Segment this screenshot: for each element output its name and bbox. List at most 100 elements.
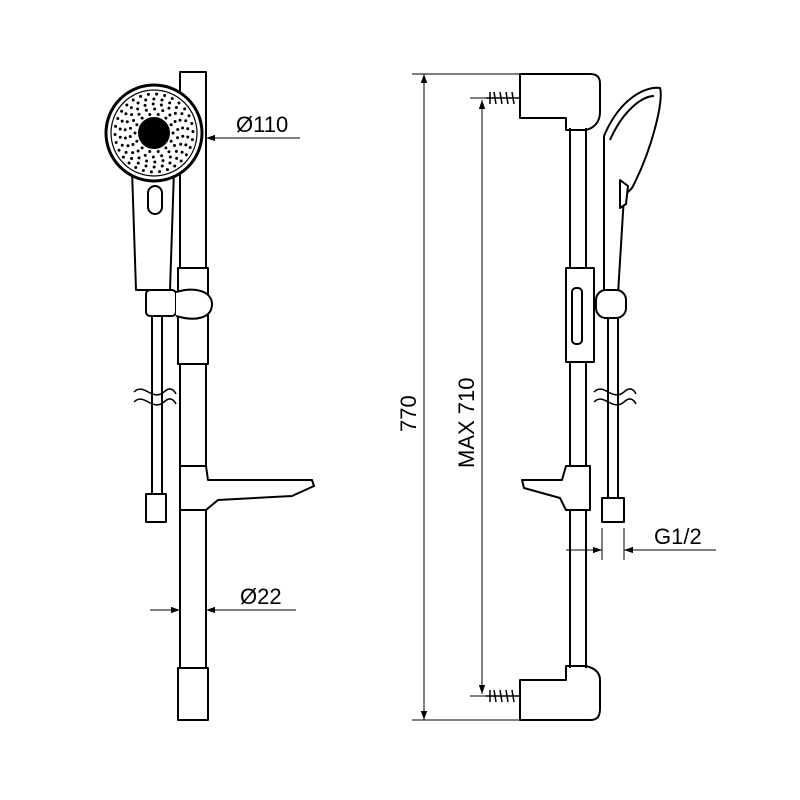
nozzle xyxy=(181,126,185,130)
dim-max-height xyxy=(470,97,486,697)
nozzle xyxy=(175,156,179,160)
nozzle xyxy=(131,98,135,102)
nozzle xyxy=(120,143,124,147)
handshower-side xyxy=(603,86,662,295)
nozzle xyxy=(135,123,139,127)
nozzle xyxy=(173,164,177,168)
nozzle xyxy=(141,169,145,173)
nozzle xyxy=(165,168,169,172)
nozzle xyxy=(184,143,188,147)
nozzle xyxy=(144,108,148,112)
nozzle xyxy=(190,138,194,142)
nozzle xyxy=(137,156,141,160)
label-rail-diameter: Ø22 xyxy=(240,584,282,609)
nozzle xyxy=(176,127,180,131)
nozzle xyxy=(186,127,190,131)
nozzle xyxy=(164,116,168,120)
nozzle xyxy=(171,131,175,135)
soap-dish-front xyxy=(179,465,315,511)
dimensions xyxy=(150,73,716,721)
nozzle xyxy=(191,130,195,134)
nozzle xyxy=(144,98,148,102)
nozzle xyxy=(156,150,160,154)
nozzle xyxy=(174,149,178,153)
nozzle xyxy=(113,132,117,136)
nozzle xyxy=(128,126,132,130)
label-max-height: MAX 710 xyxy=(454,378,479,469)
nozzle xyxy=(190,121,194,125)
nozzle xyxy=(151,155,155,159)
nozzle xyxy=(117,148,121,152)
nozzle xyxy=(178,118,182,122)
rail-side xyxy=(569,128,587,668)
nozzle xyxy=(153,160,157,164)
nozzle xyxy=(174,105,178,109)
nozzle xyxy=(155,92,159,96)
nozzle xyxy=(173,111,177,115)
nozzle xyxy=(169,139,173,143)
nozzle xyxy=(129,106,133,110)
nozzle xyxy=(168,161,172,165)
nozzle xyxy=(140,116,144,120)
nozzle xyxy=(164,146,168,150)
nozzle xyxy=(116,116,120,120)
nozzle xyxy=(180,112,184,116)
nozzle xyxy=(160,154,164,158)
nozzle xyxy=(168,101,172,105)
nozzle xyxy=(161,109,165,113)
slider-side xyxy=(565,267,595,363)
label-thread-size: G1/2 xyxy=(654,524,702,549)
nozzle xyxy=(160,98,164,102)
nozzle xyxy=(176,136,180,140)
nozzle xyxy=(139,94,143,98)
nozzle xyxy=(123,136,127,140)
holder-clip xyxy=(145,288,213,320)
nozzle xyxy=(118,135,122,139)
nozzle xyxy=(130,113,134,117)
nozzle xyxy=(135,139,139,143)
label-head-diameter: Ø110 xyxy=(236,112,288,137)
nozzle xyxy=(188,146,192,150)
nozzle xyxy=(177,101,181,105)
nozzle xyxy=(125,103,129,107)
nozzle xyxy=(151,102,155,106)
nozzle xyxy=(161,159,165,163)
nozzle xyxy=(169,123,173,127)
nozzle xyxy=(170,97,174,101)
nozzle xyxy=(148,150,152,154)
nozzle xyxy=(137,112,141,116)
nozzle xyxy=(126,144,130,148)
nozzle xyxy=(167,150,171,154)
bracket-top xyxy=(519,73,601,131)
nozzle xyxy=(144,164,148,168)
holder-clip-side xyxy=(595,289,627,319)
nozzle xyxy=(168,155,172,159)
front-view xyxy=(104,71,315,721)
nozzle xyxy=(179,159,183,163)
nozzle xyxy=(136,107,140,111)
nozzle xyxy=(114,124,118,128)
nozzle xyxy=(168,113,172,117)
nozzle xyxy=(124,112,128,116)
nozzle xyxy=(118,127,122,131)
nozzle xyxy=(179,142,183,146)
nozzle xyxy=(160,164,164,168)
nozzle xyxy=(132,118,136,122)
dim-thread xyxy=(566,528,716,560)
nozzle xyxy=(146,92,150,96)
nozzle xyxy=(143,103,147,107)
nozzle xyxy=(181,134,185,138)
nozzle xyxy=(134,165,138,169)
nozzle xyxy=(120,119,124,123)
nozzle xyxy=(163,93,167,97)
shower-head-front xyxy=(104,83,204,183)
screw-bottom xyxy=(486,689,520,703)
nozzle xyxy=(158,170,162,174)
nozzle xyxy=(140,146,144,150)
side-view xyxy=(486,73,662,721)
nozzle xyxy=(152,165,156,169)
nozzle xyxy=(148,112,152,116)
nozzle xyxy=(120,109,124,113)
